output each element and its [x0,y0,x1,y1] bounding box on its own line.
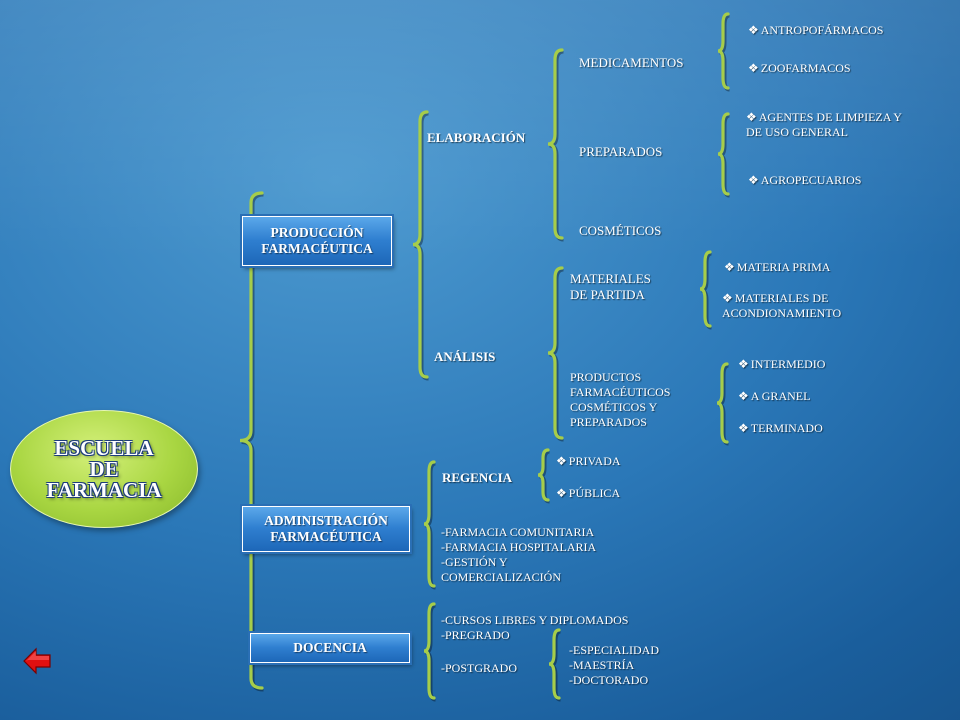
list-item: ❖AGENTES DE LIMPIEZA Y DE USO GENERAL [746,110,902,139]
regencia-label: REGENCIA [442,470,513,485]
brace-main [239,191,264,690]
back-arrow-icon[interactable] [22,646,52,676]
brace-administracion [423,460,436,588]
brace-elaboracion [547,48,564,240]
list-item: ❖PÚBLICA [556,486,621,500]
brace-materiales [699,250,712,328]
brace-docencia [423,602,436,700]
bullet-icon: ❖ [556,454,567,468]
list-item: ❖ANTROPOFÁRMACOS [748,23,884,37]
postgrado-list: -ESPECIALIDAD -MAESTRÍA -DOCTORADO [569,643,659,687]
list-item: ❖TERMINADO [738,421,823,435]
list-item: ❖MATERIALES DE ACONDIONAMIENTO [722,291,842,320]
list-item: ❖ZOOFARMACOS [748,61,851,75]
materiales-label: MATERIALES DE PARTIDA [570,271,651,302]
bullet-icon: ❖ [748,23,759,37]
productos-label: PRODUCTOS FARMACÉUTICOS COSMÉTICOS Y PRE… [570,370,671,429]
administracion-list: -FARMACIA COMUNITARIA -FARMACIA HOSPITAL… [441,525,597,584]
analisis-label: ANÁLISIS [434,349,496,364]
root-node[interactable]: ESCUELA DE FARMACIA [10,410,198,528]
bullet-icon: ❖ [748,61,759,75]
bullet-icon: ❖ [722,291,733,305]
brace-produccion [412,110,429,379]
medicamentos-label: MEDICAMENTOS [579,55,684,70]
bullet-icon: ❖ [556,486,567,500]
brace-regencia [537,448,550,502]
bullet-icon: ❖ [738,357,749,371]
bullet-icon: ❖ [746,110,757,124]
list-item: ❖AGROPECUARIOS [748,173,862,187]
postgrado-label: -POSTGRADO [441,661,518,675]
list-item: ❖INTERMEDIO [738,357,826,371]
docencia-list: -CURSOS LIBRES Y DIPLOMADOS -PREGRADO [441,613,629,642]
bullet-icon: ❖ [748,173,759,187]
produccion-box[interactable]: PRODUCCIÓN FARMACÉUTICA [242,216,392,266]
administracion-box[interactable]: ADMINISTRACIÓN FARMACÉUTICA [242,506,410,552]
brace-analisis [547,266,564,440]
bullet-icon: ❖ [738,389,749,403]
preparados-label: PREPARADOS [579,144,663,159]
docencia-box[interactable]: DOCENCIA [250,633,410,663]
list-item: ❖PRIVADA [556,454,621,468]
brace-postgrado [548,628,561,700]
brace-productos [716,362,729,444]
brace-medicamentos [717,12,730,90]
bullet-icon: ❖ [724,260,735,274]
brace-preparados [717,112,730,196]
root-label: ESCUELA DE FARMACIA [46,435,162,502]
bullet-icon: ❖ [738,421,749,435]
cosmeticos-label: COSMÉTICOS [579,223,662,238]
list-item: ❖A GRANEL [738,389,811,403]
list-item: ❖MATERIA PRIMA [724,260,831,274]
elaboracion-label: ELABORACIÓN [427,130,526,145]
